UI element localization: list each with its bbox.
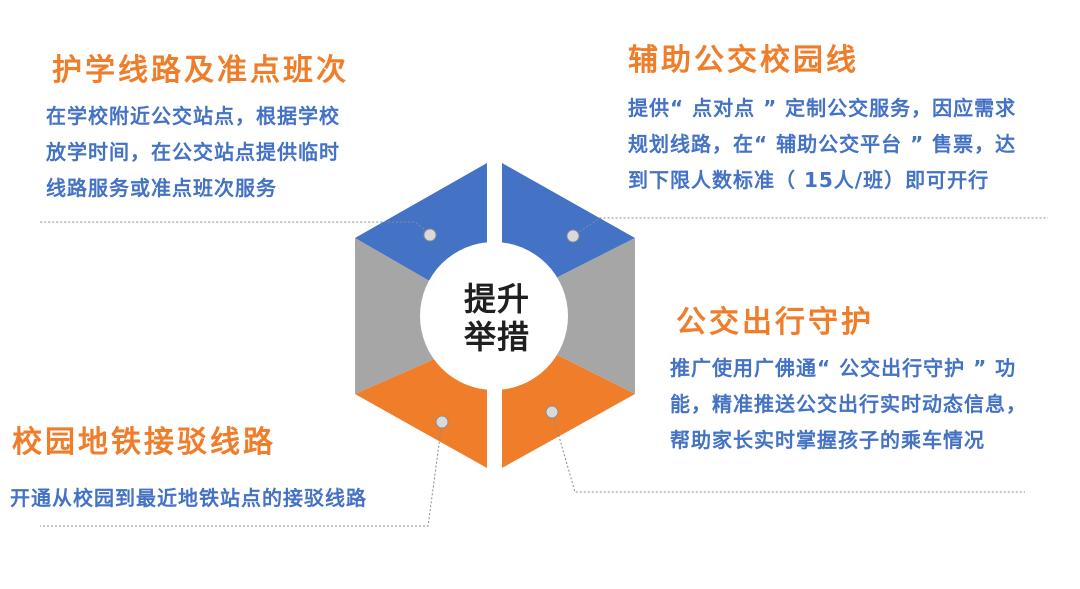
segment-left [355, 238, 452, 394]
block-title-metro-shuttle: 校园地铁接驳线路 [12, 425, 276, 460]
marker-dot-bottom-right [545, 405, 559, 419]
center-label: 提升 举措 [447, 280, 547, 356]
block-title-school-route: 护学线路及准点班次 [52, 53, 349, 88]
desc-line: 线路服务或准点班次服务 [46, 176, 277, 200]
desc-line: 放学时间，在公交站点提供临时 [46, 140, 340, 164]
segment-top-right [502, 163, 635, 282]
block-title-travel-guard: 公交出行守护 [676, 305, 874, 340]
marker-dot-bottom-left [435, 415, 449, 429]
block-desc-school-route: 在学校附近公交站点，根据学校 放学时间，在公交站点提供临时 线路服务或准点班次服… [46, 98, 340, 206]
desc-line: 推广使用广佛通“ 公交出行守护 ” 功 [670, 356, 1017, 380]
block-desc-metro-shuttle: 开通从校园到最近地铁站点的接驳线路 [10, 480, 367, 516]
marker-dot-top-left [423, 228, 437, 242]
desc-line: 开通从校园到最近地铁站点的接驳线路 [10, 486, 367, 510]
center-label-line: 举措 [463, 318, 530, 356]
marker-dot-top-right [566, 229, 580, 243]
block-title-campus-line: 辅助公交校园线 [628, 43, 859, 78]
desc-line: 能，精准推送公交出行实时动态信息， [670, 392, 1027, 416]
desc-line: 在学校附近公交站点，根据学校 [46, 104, 340, 128]
desc-line: 帮助家长实时掌握孩子的乘车情况 [670, 428, 985, 452]
desc-line: 提供“ 点对点 ” 定制公交服务，因应需求 [628, 96, 1017, 120]
connector-top-right [572, 217, 1048, 237]
connector-bottom-left [40, 421, 443, 527]
center-label-line: 提升 [463, 280, 530, 318]
center-circle [420, 242, 568, 390]
segment-right [548, 238, 635, 394]
desc-line: 规划线路，在“ 辅助公交平台 ” 售票，达 [628, 132, 1017, 156]
block-desc-campus-line: 提供“ 点对点 ” 定制公交服务，因应需求 规划线路，在“ 辅助公交平台 ” 售… [628, 90, 1016, 198]
connector-top-left [40, 221, 431, 235]
block-desc-travel-guard: 推广使用广佛通“ 公交出行守护 ” 功 能，精准推送公交出行实时动态信息， 帮助… [670, 350, 1027, 458]
desc-line: 到下限人数标准（ 15人/班）即可开行 [628, 168, 990, 192]
segment-bottom-left [355, 358, 487, 468]
segment-bottom-right [502, 354, 635, 468]
